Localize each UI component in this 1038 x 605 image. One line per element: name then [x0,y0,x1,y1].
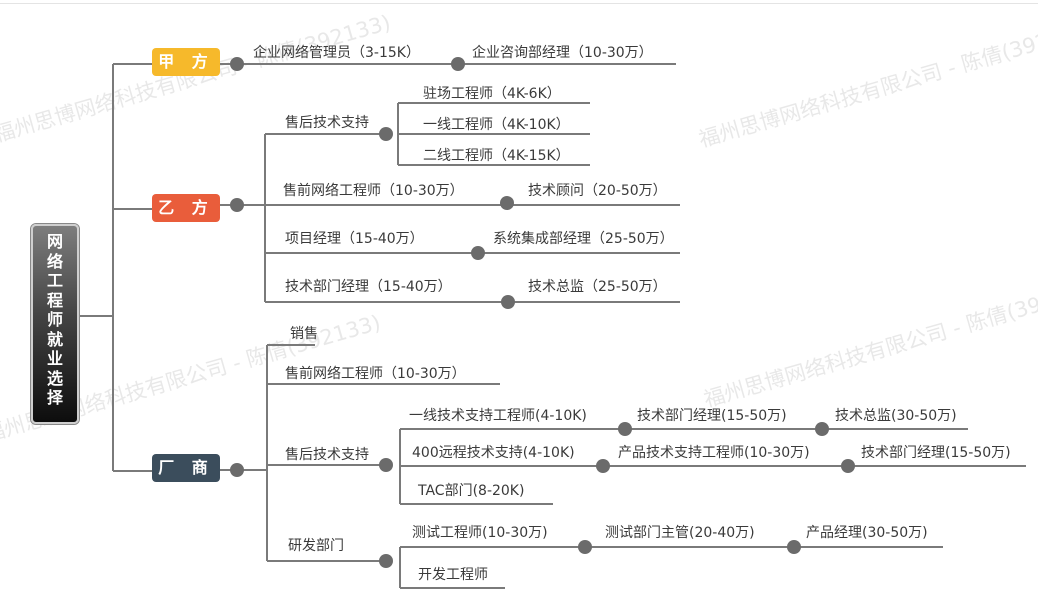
junction-dot [618,422,632,436]
junction-dot [379,127,393,141]
node-yifang-guwen: 技术顾问（20-50万） [528,183,667,199]
node-jiafang-1: 企业网络管理员（3-15K） [253,45,420,61]
junction-dot [379,554,393,568]
node-cs-tac: TAC部门(8-20K) [418,483,525,499]
node-cs-line1-a: 一线技术支持工程师(4-10K) [409,408,587,424]
junction-dot [471,246,485,260]
junction-dot [787,540,801,554]
node-yifang-zongjian: 技术总监（25-50万） [528,279,667,295]
junction-dot [596,459,610,473]
junction-dot [451,57,465,71]
junction-dot [379,458,393,472]
junction-dot [578,540,592,554]
category-changshang[interactable]: 厂 商 [152,454,220,482]
node-cs-line2-b: 产品技术支持工程师(10-30万) [618,445,810,461]
node-jiafang-2: 企业咨询部经理（10-30万） [472,45,653,61]
node-yifang-erxian: 二线工程师（4K-15K） [423,148,570,164]
node-cs-shouhou: 售后技术支持 [285,447,369,463]
root-label: 网络工程师就业选择 [46,232,63,407]
junction-dot [230,463,244,477]
node-cs-yanfa-1a: 测试工程师(10-30万) [412,525,548,541]
junction-dot [500,196,514,210]
top-divider [0,3,1038,4]
node-cs-yanfa-1b: 测试部门主管(20-40万) [605,525,755,541]
junction-dot [501,295,515,309]
category-jiafang[interactable]: 甲 方 [152,48,220,76]
node-yifang-zhuchang: 驻场工程师（4K-6K） [423,86,561,102]
node-cs-line2-c: 技术部门经理(15-50万) [861,445,1011,461]
node-yifang-xiangmu: 项目经理（15-40万） [285,231,424,247]
junction-dot [841,459,855,473]
node-yifang-jicheng: 系统集成部经理（25-50万） [493,231,674,247]
node-cs-xiaoshou: 销售 [290,326,318,342]
junction-dot [230,57,244,71]
node-cs-line2-a: 400远程技术支持(4-10K) [412,445,575,461]
node-cs-line1-b: 技术部门经理(15-50万) [637,408,787,424]
node-cs-line1-c: 技术总监(30-50万) [835,408,957,424]
node-cs-kaifa: 开发工程师 [418,567,488,583]
node-yifang-shouhou: 售后技术支持 [285,115,369,131]
root-node: 网络工程师就业选择 [31,224,79,424]
node-cs-shouqian: 售前网络工程师（10-30万） [285,366,466,382]
junction-dot [815,422,829,436]
junction-dot [230,198,244,212]
node-yifang-shouqian: 售前网络工程师（10-30万） [283,183,464,199]
node-yifang-yixian: 一线工程师（4K-10K） [423,117,570,133]
node-cs-yanfa: 研发部门 [288,538,344,554]
node-yifang-jishubu: 技术部门经理（15-40万） [285,279,452,295]
node-cs-yanfa-1c: 产品经理(30-50万) [806,525,928,541]
category-yifang[interactable]: 乙 方 [152,194,220,222]
